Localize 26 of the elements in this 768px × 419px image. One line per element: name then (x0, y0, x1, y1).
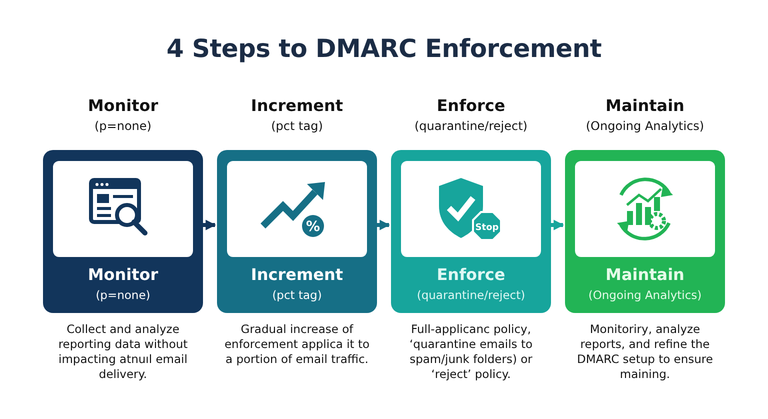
card-subtitle: (pct tag) (271, 288, 323, 302)
step-description: Collect and analyze reporting data without impacting atnuıl email delivery. (57, 322, 189, 382)
step-subheading: (pct tag) (270, 119, 324, 133)
percent-badge: % (302, 215, 324, 237)
step-subheading: (p=none) (94, 119, 152, 133)
card-title: Maintain (604, 265, 686, 284)
chevron-arrow (551, 220, 564, 230)
step-description: Gradual increase of enforcement applica it to a portion of email traffic. (223, 322, 371, 367)
step-description: Monitoriry, analyze reports, and refine the DMARC setup to ensure maining. (576, 322, 714, 382)
card-title: Enforce (436, 265, 506, 284)
step-description: Full-applicanc policy, ‘quarantine emails to spam/junk folders) or ‘reject’ policy. (408, 322, 534, 382)
stop-sign: Stop (472, 211, 502, 241)
card-subtitle: (p=none) (94, 288, 152, 302)
step-heading: Maintain (604, 96, 686, 115)
step-subheading: (Ongoing Analytics) (584, 119, 706, 133)
diagram-title: 4 Steps to DMARC Enforcement (166, 34, 602, 63)
chevron-arrow (203, 220, 216, 230)
step-heading: Monitor (86, 96, 160, 115)
card-title: Monitor (86, 265, 160, 284)
step-heading: Increment (250, 96, 344, 115)
card-subtitle: (quarantine/reject) (416, 288, 526, 302)
card-subtitle: (Ongoing Analytics) (587, 288, 703, 302)
step-subheading: (quarantine/reject) (414, 119, 528, 133)
chevron-arrow (377, 220, 390, 230)
card-title: Increment (250, 265, 344, 284)
step-heading: Enforce (436, 96, 506, 115)
